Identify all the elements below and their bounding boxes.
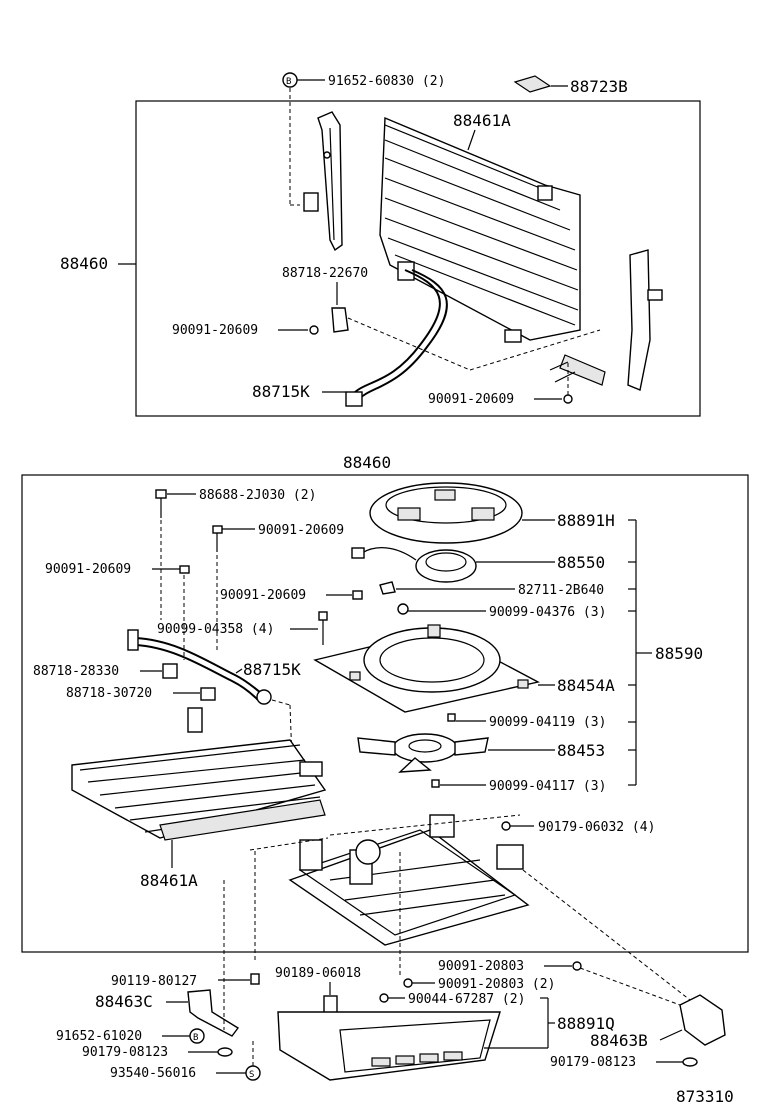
condenser-top bbox=[379, 116, 581, 343]
label-condenser-top: 88461A bbox=[453, 111, 511, 130]
label-bolt-90119: 90119-80127 bbox=[111, 974, 197, 989]
label-screw-c: 90099-04119 (3) bbox=[489, 715, 606, 730]
bottom-assembly-frame bbox=[21, 474, 749, 953]
bolt-right-icon bbox=[563, 394, 573, 404]
label-bolt-90189: 90189-06018 bbox=[275, 966, 361, 981]
hose-top bbox=[351, 269, 441, 396]
bolt-a-icon bbox=[212, 525, 223, 534]
left-bracket bbox=[303, 111, 343, 252]
label-hose-top: 88715K bbox=[252, 382, 310, 401]
label-fan: 88453 bbox=[557, 741, 605, 760]
label-nut: 90179-06032 (4) bbox=[538, 820, 655, 835]
label-label-plate: 88723B bbox=[570, 77, 628, 96]
label-clamp-a: 88718-28330 bbox=[33, 664, 119, 679]
label-nut-right: 90179-08123 bbox=[550, 1055, 636, 1070]
fan-motor bbox=[351, 547, 477, 583]
svg-text:S: S bbox=[249, 1070, 254, 1080]
label-motor: 88550 bbox=[557, 553, 605, 572]
figure-number: 873310 bbox=[676, 1087, 734, 1106]
clip-icon bbox=[379, 993, 389, 1003]
label-bracket-clamp: 88718-22670 bbox=[282, 266, 368, 281]
nut-left-icon bbox=[217, 1047, 233, 1057]
label-plate-icon bbox=[513, 75, 552, 93]
below-frame-parts: 90119-80127 90189-06018 90091-20803 9009… bbox=[56, 850, 726, 1081]
hose-bottom bbox=[134, 637, 263, 695]
top-assembly-code: 88460 bbox=[60, 254, 108, 273]
label-bolt-top: 91652-60830 (2) bbox=[328, 74, 445, 89]
label-bolt-20803a: 90091-20803 bbox=[438, 959, 524, 974]
screw-c-icon bbox=[447, 713, 456, 722]
cover-icon bbox=[277, 1011, 501, 1081]
top-assembly-frame bbox=[135, 100, 701, 417]
screw-b-icon bbox=[318, 611, 328, 621]
label-clamp-b: 88718-30720 bbox=[66, 686, 152, 701]
label-bracket-c: 88463C bbox=[95, 992, 153, 1011]
shroud-top bbox=[369, 482, 523, 544]
label-connector: 82711-2B640 bbox=[518, 583, 604, 598]
label-bolt-left: 90091-20609 bbox=[172, 323, 258, 338]
marker-b-icon: B bbox=[189, 1028, 205, 1044]
fan-shroud bbox=[313, 624, 540, 713]
label-screw-b: 90099-04358 (4) bbox=[157, 622, 274, 637]
right-bracket bbox=[549, 249, 663, 391]
connector-icon bbox=[379, 581, 396, 595]
screw-d-icon bbox=[431, 779, 440, 788]
label-bolt-20803b: 90091-20803 (2) bbox=[438, 977, 555, 992]
label-bolt-88688: 88688-2J030 (2) bbox=[199, 488, 316, 503]
label-bolt-93540: 93540-56016 bbox=[110, 1066, 196, 1081]
label-shroud-top: 88891H bbox=[557, 511, 615, 530]
condenser-bottom bbox=[71, 707, 327, 841]
svg-text:B: B bbox=[193, 1033, 198, 1043]
mount-frame bbox=[288, 814, 530, 946]
nut-icon bbox=[501, 821, 511, 831]
label-screw-a: 90099-04376 (3) bbox=[489, 605, 606, 620]
clamp-a-icon bbox=[162, 663, 178, 679]
label-bracket-b: 88463B bbox=[590, 1031, 648, 1050]
bottom-assembly-code: 88460 bbox=[343, 453, 391, 472]
label-bolt-a: 90091-20609 bbox=[258, 523, 344, 538]
fan-blade bbox=[357, 733, 489, 773]
bottom-assembly: 88460 88590 88891H 885 bbox=[21, 453, 749, 1001]
bolt-90119-icon bbox=[250, 973, 260, 985]
nut-right-icon bbox=[682, 1057, 698, 1067]
clamp-icon bbox=[331, 307, 349, 333]
bracket-c-icon bbox=[187, 989, 240, 1037]
bolt-88688-icon bbox=[155, 489, 167, 499]
bolt-c-icon bbox=[352, 590, 363, 600]
label-fan-shroud: 88454A bbox=[557, 676, 615, 695]
label-hose-bottom: 88715K bbox=[243, 660, 301, 679]
label-group-code: 88590 bbox=[655, 644, 703, 663]
svg-text:B: B bbox=[286, 77, 291, 87]
screw-a-icon bbox=[397, 603, 409, 615]
bracket-b-icon bbox=[679, 994, 726, 1046]
label-nut-left: 90179-08123 bbox=[82, 1045, 168, 1060]
label-bolt-right: 90091-20609 bbox=[428, 392, 514, 407]
label-screw-d: 90099-04117 (3) bbox=[489, 779, 606, 794]
label-bolt-91652: 91652-61020 bbox=[56, 1029, 142, 1044]
label-cover: 88891Q bbox=[557, 1014, 615, 1033]
bolt-top-marker: B bbox=[282, 72, 298, 88]
label-bolt-c: 90091-20609 bbox=[220, 588, 306, 603]
bolt-b-icon bbox=[179, 565, 190, 574]
clamp-b-icon bbox=[200, 687, 216, 701]
label-condenser-bottom: 88461A bbox=[140, 871, 198, 890]
label-bolt-b: 90091-20609 bbox=[45, 562, 131, 577]
bolt-left-icon bbox=[309, 325, 319, 335]
top-assembly: 88460 B 91652-60830 (2) 88723B bbox=[60, 72, 701, 417]
bolt-20803b-icon bbox=[403, 978, 413, 988]
marker-s-icon: S bbox=[245, 1065, 261, 1081]
label-clip: 90044-67287 (2) bbox=[408, 992, 525, 1007]
bolt-20803a-icon bbox=[572, 961, 582, 971]
